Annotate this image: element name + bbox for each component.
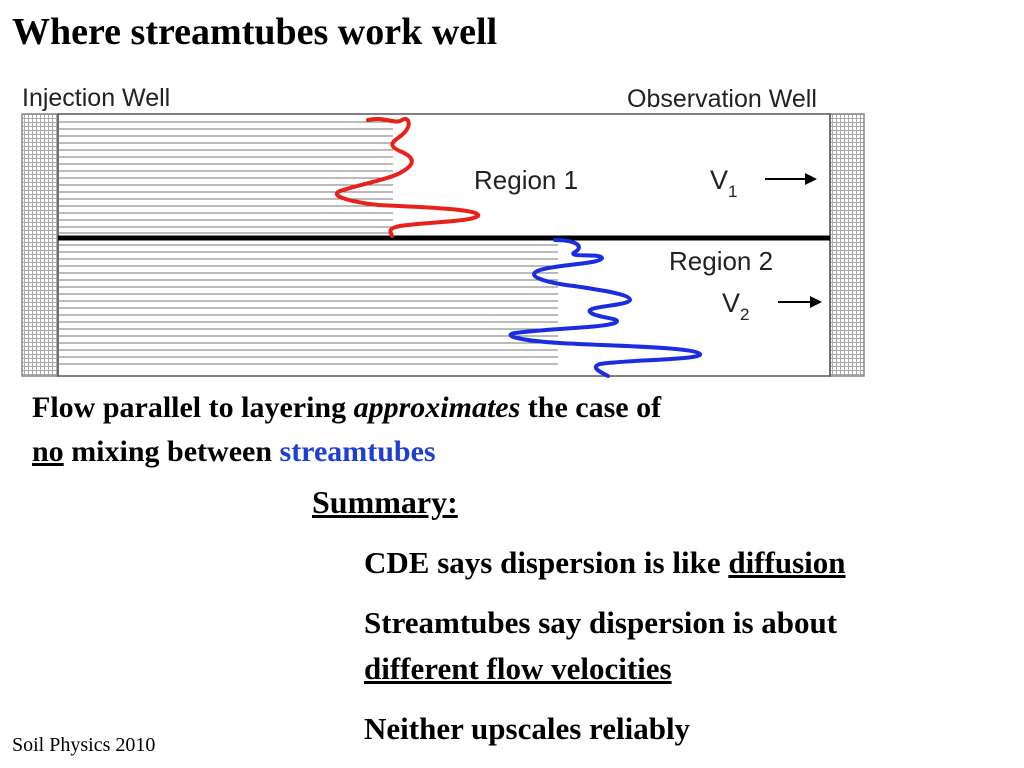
region1-label: Region 1 — [474, 165, 578, 195]
streamtube-diagram: Injection Well Observation Well Region 1… — [21, 84, 865, 378]
caption-blue-word: streamtubes — [279, 435, 436, 468]
region2-streamlines — [58, 244, 558, 365]
caption-line-2: no mixing between streamtubes — [32, 430, 661, 474]
figure-caption: Flow parallel to layering approximates t… — [32, 386, 661, 474]
region1-streamlines — [58, 121, 393, 234]
point-text: Neither upscales reliably — [364, 711, 691, 746]
velocity-v2-label: V2 — [722, 288, 749, 324]
caption-text: Flow parallel to layering — [32, 391, 354, 424]
slide-footer: Soil Physics 2010 — [12, 734, 156, 756]
point-underlined: different flow velocities — [364, 651, 672, 686]
caption-italic-word: approximates — [353, 391, 521, 424]
summary-point-3: Neither upscales reliably — [364, 706, 1014, 752]
v1-subscript: 1 — [728, 182, 737, 201]
v2-arrow-icon — [778, 296, 822, 308]
region2-concentration-curve — [508, 238, 703, 378]
v1-arrow-icon — [765, 173, 817, 185]
velocity-v1-label: V1 — [710, 165, 737, 201]
injection-well-label: Injection Well — [22, 84, 170, 112]
summary-heading: Summary: — [312, 484, 458, 520]
caption-underlined-word: no — [32, 435, 64, 468]
caption-text: the case of — [520, 391, 662, 424]
summary-point-1: CDE says dispersion is like diffusion — [364, 540, 1014, 586]
summary-points: CDE says dispersion is like diffusion St… — [364, 540, 1014, 766]
slide-title: Where streamtubes work well — [12, 11, 498, 53]
point-underlined: diffusion — [728, 545, 846, 580]
region2-label: Region 2 — [669, 246, 773, 276]
caption-text: mixing between — [63, 435, 280, 468]
v2-base: V — [722, 288, 740, 318]
v1-base: V — [710, 165, 728, 195]
injection-well — [21, 113, 59, 377]
point-text: CDE says dispersion is like — [364, 545, 729, 580]
point-text: Streamtubes say dispersion is about — [364, 605, 838, 640]
region1-concentration-curve — [335, 117, 481, 238]
observation-well — [829, 113, 865, 377]
summary-point-2: Streamtubes say dispersion is about diffe… — [364, 600, 1014, 692]
observation-well-label: Observation Well — [627, 85, 817, 113]
v2-subscript: 2 — [740, 305, 749, 324]
caption-line-1: Flow parallel to layering approximates t… — [32, 386, 661, 430]
